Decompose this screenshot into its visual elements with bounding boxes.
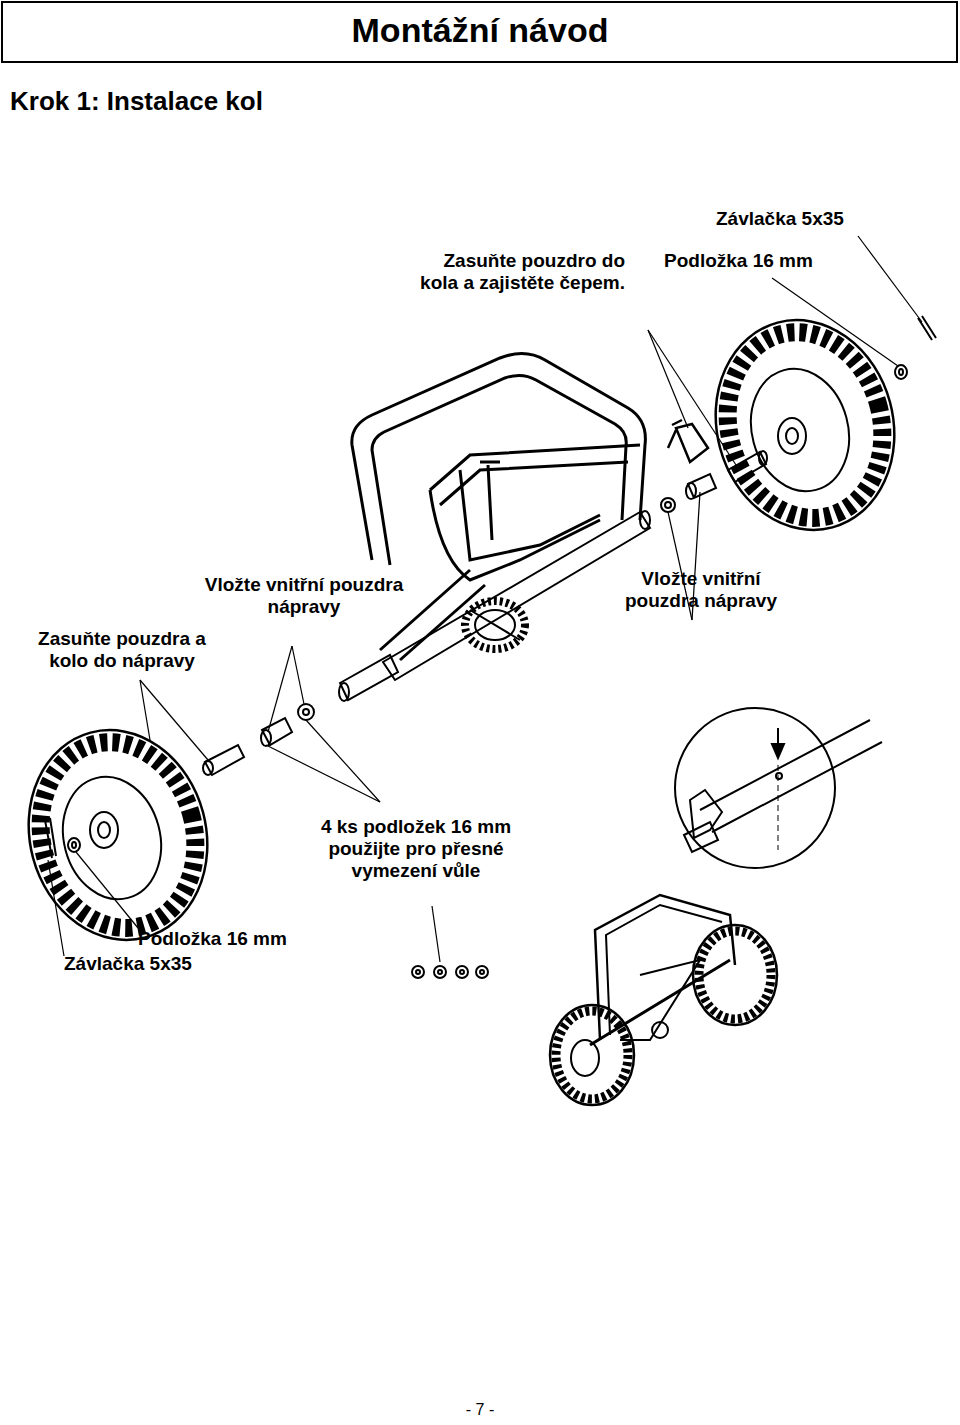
instruction-note: Zasuňte pouzdra a kolo do nápravy: [22, 628, 222, 672]
assembled-thumbnail: [550, 895, 777, 1105]
part-label: Podložka 16 mm: [664, 250, 844, 272]
step-heading: Krok 1: Instalace kol: [10, 86, 330, 116]
instruction-note: Vložte vnitřní pouzdra nápravy: [188, 574, 420, 618]
right-wheel: [693, 300, 918, 550]
part-label: Podložka 16 mm: [138, 928, 318, 950]
instruction-note: Zasuňte pouzdro do kola a zajistěte čepe…: [410, 250, 625, 294]
leader-lines: [48, 236, 922, 962]
part-label: Závlačka 5x35: [64, 953, 244, 975]
part-label: Závlačka 5x35: [716, 208, 896, 230]
detail-inset: [675, 708, 882, 868]
left-bushings: [203, 704, 314, 775]
spinner-disc: [465, 601, 525, 649]
page-title: Montážní návod: [0, 10, 960, 50]
instruction-note: 4 ks podložek 16 mm použijte pro přesné …: [300, 816, 532, 882]
axle: [339, 511, 650, 701]
instruction-note: Vložte vnitřní pouzdra nápravy: [606, 568, 796, 612]
page-number: - 7 -: [440, 1400, 520, 1420]
washers: [412, 966, 488, 978]
cotter-pins: [45, 316, 936, 858]
spreader-frame: [352, 353, 646, 660]
